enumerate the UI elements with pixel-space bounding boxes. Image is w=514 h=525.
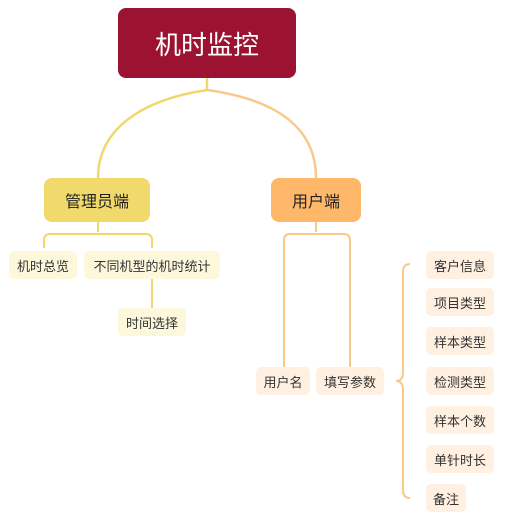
admin-branch-node[interactable]: 管理员端 <box>44 178 150 222</box>
admin-child-overview[interactable]: 机时总览 <box>9 251 77 279</box>
root-node[interactable]: 机时监控 <box>118 8 296 78</box>
user-child-fill-params[interactable]: 填写参数 <box>316 367 384 395</box>
user-child-username[interactable]: 用户名 <box>256 367 310 395</box>
param-detection-type[interactable]: 检测类型 <box>426 367 494 395</box>
param-remarks[interactable]: 备注 <box>426 484 466 512</box>
user-branch-node[interactable]: 用户端 <box>271 178 361 222</box>
param-customer-info[interactable]: 客户信息 <box>426 251 494 279</box>
admin-child-stats-by-model[interactable]: 不同机型的机时统计 <box>84 251 220 279</box>
admin-sub-child-time-select[interactable]: 时间选择 <box>118 308 186 336</box>
param-sample-type[interactable]: 样本类型 <box>426 327 494 355</box>
param-sample-count[interactable]: 样本个数 <box>426 406 494 434</box>
param-project-type[interactable]: 项目类型 <box>426 288 494 316</box>
param-single-needle-duration[interactable]: 单针时长 <box>426 445 494 473</box>
